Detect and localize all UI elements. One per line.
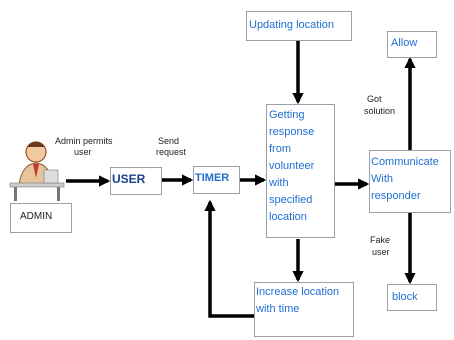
admin-box <box>10 203 72 233</box>
getting-response-box <box>266 104 335 238</box>
getting-response-line: specified <box>269 194 313 206</box>
getting-response-line: location <box>269 211 307 223</box>
updating-location-box-label: Updating location <box>249 19 335 31</box>
block-box-label: block <box>392 291 418 303</box>
admin-permits-line: Admin permits <box>55 136 113 146</box>
fake-user-line: user <box>372 247 390 257</box>
got-solution-line: solution <box>364 106 396 116</box>
communicate-line: With <box>371 173 393 185</box>
getting-response-line: from <box>269 143 291 155</box>
getting-response-line: volunteer <box>269 160 315 172</box>
increase-location-line: Increase location <box>256 286 340 298</box>
arrow-increase-loop-to-timer <box>204 199 254 318</box>
increase-location-line: with time <box>256 303 300 315</box>
send-request-line: Send <box>158 136 180 146</box>
user-box <box>110 167 162 195</box>
got-solution-line: Got <box>367 94 382 104</box>
updating-location-box <box>246 11 352 41</box>
fake-user-line: Fake <box>370 235 391 245</box>
timer-box-label: TIMER <box>195 172 230 184</box>
allow-box-label: Allow <box>391 37 418 49</box>
increase-location-box <box>254 282 354 337</box>
allow-box <box>387 31 437 58</box>
getting-response-line: Getting <box>269 109 305 121</box>
getting-response-line: with <box>269 177 289 189</box>
communicate-line: responder <box>371 190 421 202</box>
admin-box-label: ADMIN <box>20 211 53 222</box>
getting-response-line: response <box>269 126 315 138</box>
communicate-box <box>369 150 451 213</box>
block-box <box>387 284 437 311</box>
timer-box <box>193 166 240 194</box>
send-request-line: request <box>156 147 187 157</box>
admin-permits-line: user <box>74 147 92 157</box>
communicate-line: Communicate <box>371 156 439 168</box>
user-box-label: USER <box>112 172 146 186</box>
person-at-desk-icon <box>9 141 65 201</box>
